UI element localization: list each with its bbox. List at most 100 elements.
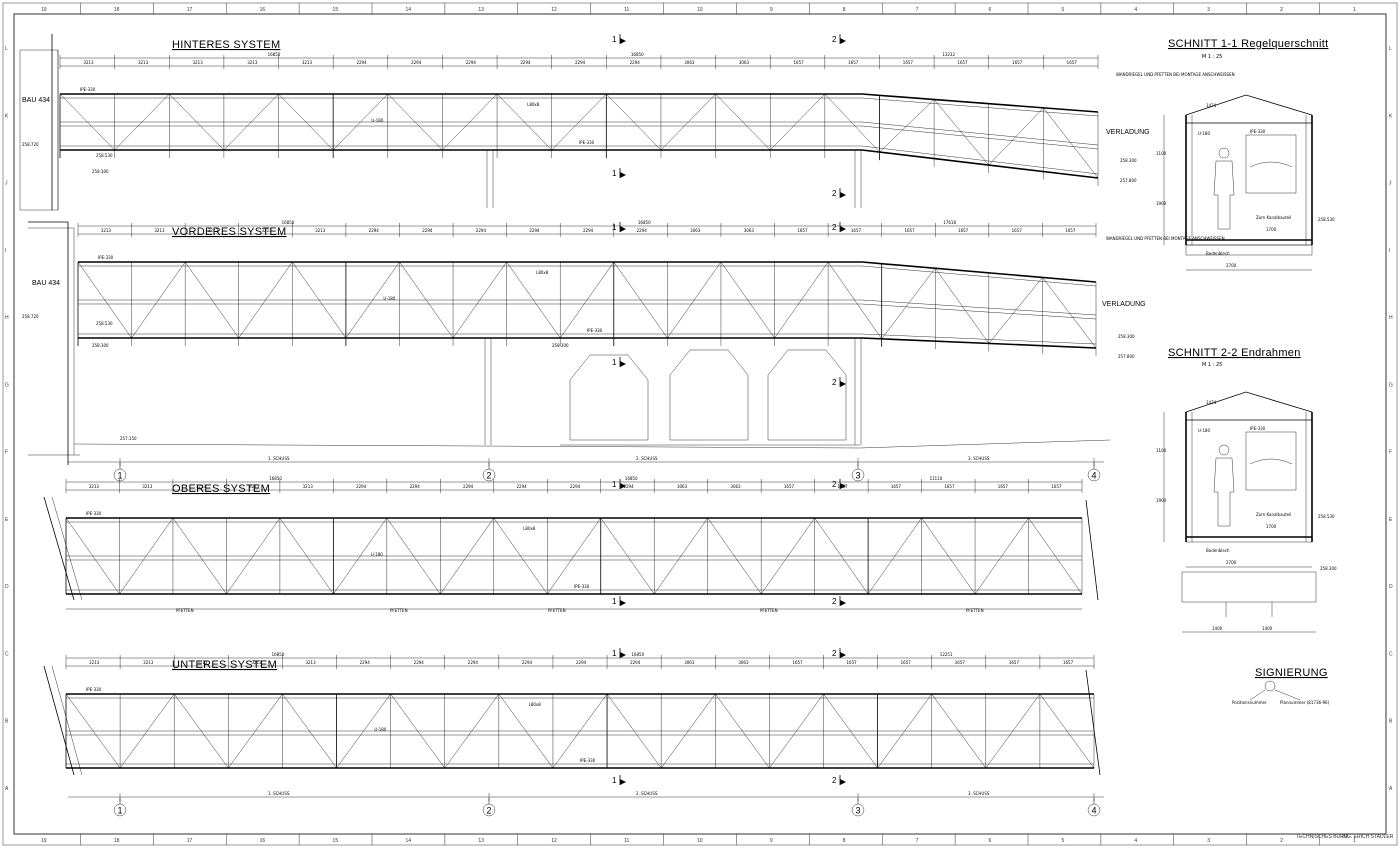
axis-label: 1	[118, 806, 123, 816]
section-mark-label: 2	[832, 223, 837, 232]
dim-label: 3213	[197, 660, 208, 665]
frame-col-bottom: 4	[1134, 838, 1137, 844]
dim-label: 2294	[517, 484, 528, 489]
diagonal-member	[551, 93, 607, 151]
dim-total: 16850	[631, 52, 644, 57]
title-schnitt-1-1: SCHNITT 1-1 Regelquerschnitt	[1168, 38, 1328, 50]
diagonal-member	[933, 99, 989, 166]
section-mark-label: 2	[832, 649, 837, 658]
frame-col-bottom: 9	[770, 838, 773, 844]
frame-col-top: 18	[114, 7, 120, 13]
frame-col-top: 9	[770, 7, 773, 13]
section-mark-label: 1	[612, 358, 617, 367]
section-mark-label: 1	[612, 649, 617, 658]
title-hinteres-system: HINTERES SYSTEM	[172, 39, 280, 51]
diagonal-member	[988, 277, 1043, 344]
dim-last: 17618	[943, 220, 956, 225]
diagonal-member	[552, 693, 608, 769]
section-mark-arrow	[620, 600, 626, 606]
frame-row-right: H	[1389, 315, 1393, 321]
pfetten-label: PFETTEN	[176, 608, 194, 613]
dim-label: 1657	[958, 228, 969, 233]
dim-label: 3213	[262, 228, 273, 233]
signierung-pos-label: Positionsnummer	[1232, 700, 1267, 705]
title-vorderes-system: VORDERES SYSTEM	[172, 226, 287, 238]
dim-label: 3213	[138, 60, 149, 65]
section-dim: 1700	[1266, 227, 1277, 232]
section-mark-label: 2	[832, 597, 837, 606]
frame-row-left: I	[5, 248, 6, 254]
diagonal-member	[333, 517, 388, 595]
title-oberes-system: OBERES SYSTEM	[172, 483, 270, 495]
section-mark-label: 2	[832, 378, 837, 387]
diagonal-member	[292, 261, 347, 339]
signierung-plan-label: Plannummer (81736-96)	[1280, 700, 1330, 705]
dim-label: 3063	[738, 660, 749, 665]
diagonal-member	[282, 693, 337, 769]
section-mark-arrow	[840, 381, 846, 387]
section-mark-arrow	[620, 172, 626, 178]
dim-label: 3213	[303, 484, 314, 489]
diagonal-member	[279, 517, 334, 595]
window-arc	[1249, 458, 1293, 465]
diagonal-member	[667, 261, 722, 339]
dim-label: 1657	[1012, 228, 1023, 233]
dim-label: 3213	[89, 660, 100, 665]
section-mark-arrow	[840, 192, 846, 198]
label-verladung-hinteres: VERLADUNG	[1106, 129, 1150, 136]
dim-label: 3213	[208, 228, 219, 233]
dim-label: 1657	[792, 660, 803, 665]
mid-rail	[861, 303, 1097, 320]
profile-label: IPE-330	[579, 140, 595, 145]
diagonal-member	[119, 693, 175, 769]
dim-label: 2294	[356, 484, 367, 489]
pfetten-label: PFETTEN	[966, 608, 984, 613]
frame-col-top: 11	[624, 7, 629, 13]
diagonal-member	[720, 261, 775, 339]
diagonal-member	[131, 261, 186, 339]
diagonal-member	[452, 261, 507, 339]
section-dim: 2700	[1226, 263, 1237, 268]
level-marker: 258.530	[96, 153, 113, 158]
top-chord	[861, 93, 1099, 113]
frame-row-left: C	[5, 651, 9, 657]
dim-label: 1657	[904, 228, 915, 233]
schuss-label: 3. SCHUSS	[968, 791, 990, 796]
frame-col-bottom: 18	[114, 838, 120, 844]
section-dim: 1474	[1206, 400, 1217, 405]
frame-row-left: K	[5, 113, 9, 119]
dim-label: 3213	[251, 660, 262, 665]
diagonal-member	[65, 517, 120, 595]
dim-label: 1657	[1065, 228, 1076, 233]
section-mark-arrow	[620, 361, 626, 367]
dim-label: 2294	[466, 60, 477, 65]
window-arc	[1249, 161, 1293, 168]
diagonal-member	[390, 693, 445, 769]
frame-row-right: D	[1389, 584, 1393, 590]
section-note: Bodenblech	[1206, 548, 1230, 553]
dim-label: 2294	[630, 60, 641, 65]
diagonal-member	[600, 517, 655, 595]
section-dim: 1100	[1156, 448, 1167, 453]
frame-row-right: A	[1389, 786, 1393, 792]
profile-label: L80x8	[529, 702, 542, 707]
diagonal-member	[59, 93, 115, 151]
note-text: WANDRIEGEL UND PFETTEN BEI MONTAGE ANSCH…	[1106, 236, 1225, 241]
frame-grid-labels: 1919181817171616151514141313121211111010…	[5, 3, 1393, 845]
frame-col-bottom: 3	[1207, 838, 1210, 844]
diagonal-member	[498, 693, 554, 769]
diagonal-member	[988, 107, 1044, 166]
diagonal-member	[1039, 693, 1095, 769]
frame-row-left: G	[5, 382, 9, 388]
section-mark-label: 1	[612, 480, 617, 489]
schuss-label: 2. SCHUSS	[636, 791, 658, 796]
diagonal-member	[606, 693, 662, 769]
wall-bau-434-top	[19, 34, 59, 211]
dim-total: 16850	[269, 476, 282, 481]
level-marker: 257.800	[1118, 354, 1135, 359]
scale-schnitt-1-1: M 1 : 25	[1202, 54, 1222, 60]
diagonal-member	[399, 261, 454, 339]
